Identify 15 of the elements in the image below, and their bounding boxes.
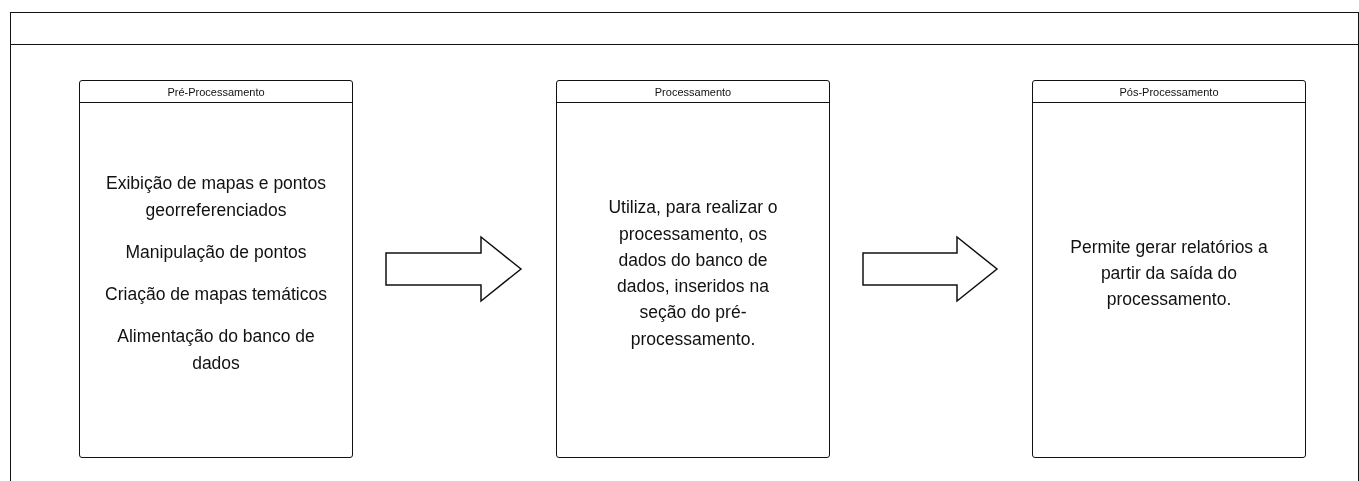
container-frame [10, 12, 1359, 481]
module-description: Permite gerar relatórios a partir da saída do processamento. [1069, 235, 1269, 312]
module-description: Alimentação do banco de dados [116, 325, 316, 375]
block-arrow [862, 235, 999, 303]
module-description: Utiliza, para realizar o processamento, os dados do banco de dados, inseridos na seção do pré-processamento. [607, 196, 779, 351]
module-card [556, 80, 830, 458]
module-description: Exibição de mapas e pontos georreferenciados [105, 172, 327, 222]
module-description: Manipulação de pontos [125, 240, 307, 264]
module-title: Pré-Processamento [80, 81, 352, 103]
module-description: Criação de mapas temáticos [105, 283, 327, 306]
module-card [1032, 80, 1306, 458]
module-card [79, 80, 353, 458]
block-arrow [385, 235, 523, 303]
module-title: Pós-Processamento [1033, 81, 1305, 103]
module-title: Processamento [557, 81, 829, 103]
